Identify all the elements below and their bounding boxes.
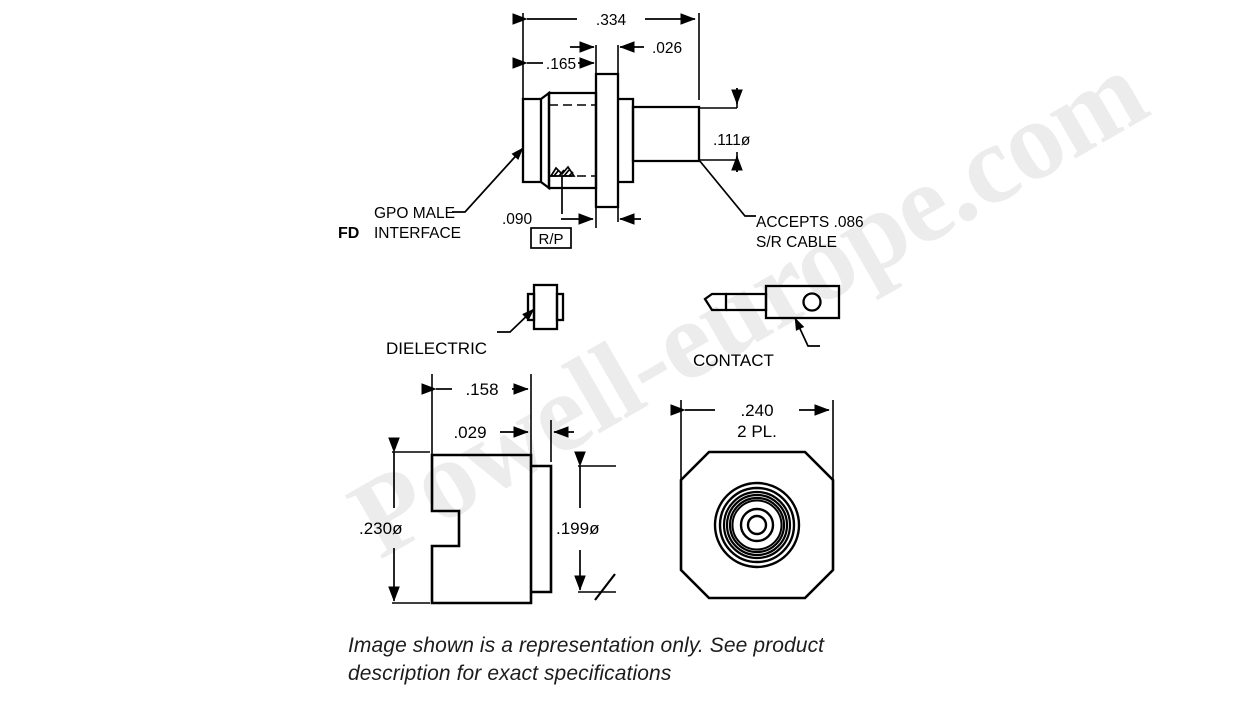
contact-leader-line xyxy=(794,317,820,347)
label-gpo-male-line2: INTERFACE xyxy=(374,225,461,242)
contact-view xyxy=(703,284,841,347)
dim-text-overall-length: .334 xyxy=(596,12,627,29)
octagon-outline xyxy=(679,450,835,600)
fd-marker-text: FD xyxy=(338,225,359,242)
assembly-extension-lines xyxy=(522,13,738,228)
assembly-view xyxy=(452,13,756,249)
front-face-view xyxy=(670,400,835,600)
assembly-leader-lines xyxy=(452,147,756,217)
dim-text-body-length: .158 xyxy=(465,380,498,399)
dielectric-outline xyxy=(526,283,565,331)
dim-text-step-length: .029 xyxy=(453,423,486,442)
label-accepts-cable-line1: ACCEPTS .086 xyxy=(756,214,864,231)
dim-text-interface-depth: .090 xyxy=(502,211,533,228)
dim-text-rear-barrel-diameter: .111ø xyxy=(713,132,751,149)
centerline-dashes xyxy=(549,104,596,177)
knurl-detail xyxy=(549,165,576,177)
body-profile-view xyxy=(388,374,616,605)
profile-tick-mark xyxy=(594,573,616,601)
dim-text-flat-width: .240 xyxy=(740,401,773,420)
face-text-group: .240 2 PL. xyxy=(737,401,777,441)
dielectric-view xyxy=(497,283,565,333)
label-dielectric: DIELECTRIC xyxy=(386,339,487,358)
dim-text-flange-thickness: .026 xyxy=(652,40,682,57)
label-gpo-male-line1: GPO MALE xyxy=(374,205,455,222)
representation-caption: Image shown is a representation only. Se… xyxy=(348,632,968,688)
dim-text-step-diameter: .199ø xyxy=(556,519,599,538)
assembly-text-group: .334 .165 .026 .111ø .090 R/P GPO MALE I… xyxy=(338,12,864,251)
dim-text-body-diameter: .230ø xyxy=(359,519,402,538)
dielectric-leader-line xyxy=(497,308,535,333)
rp-flag-box xyxy=(530,227,572,249)
contact-outline xyxy=(703,284,841,320)
caption-line-1: Image shown is a representation only. Se… xyxy=(348,634,825,657)
concentric-circles xyxy=(713,481,801,569)
label-accepts-cable-line2: S/R CABLE xyxy=(756,234,837,251)
profile-outline xyxy=(430,453,553,605)
connector-body-outline xyxy=(521,72,701,209)
dim-text-front-body-length: .165 xyxy=(546,56,576,73)
caption-line-2: description for exact specifications xyxy=(348,662,672,685)
profile-text-group: .158 .029 .230ø .199ø xyxy=(359,380,599,538)
rp-flag-text: R/P xyxy=(538,231,563,248)
dim-text-flat-places: 2 PL. xyxy=(737,422,777,441)
label-contact: CONTACT xyxy=(693,351,774,370)
